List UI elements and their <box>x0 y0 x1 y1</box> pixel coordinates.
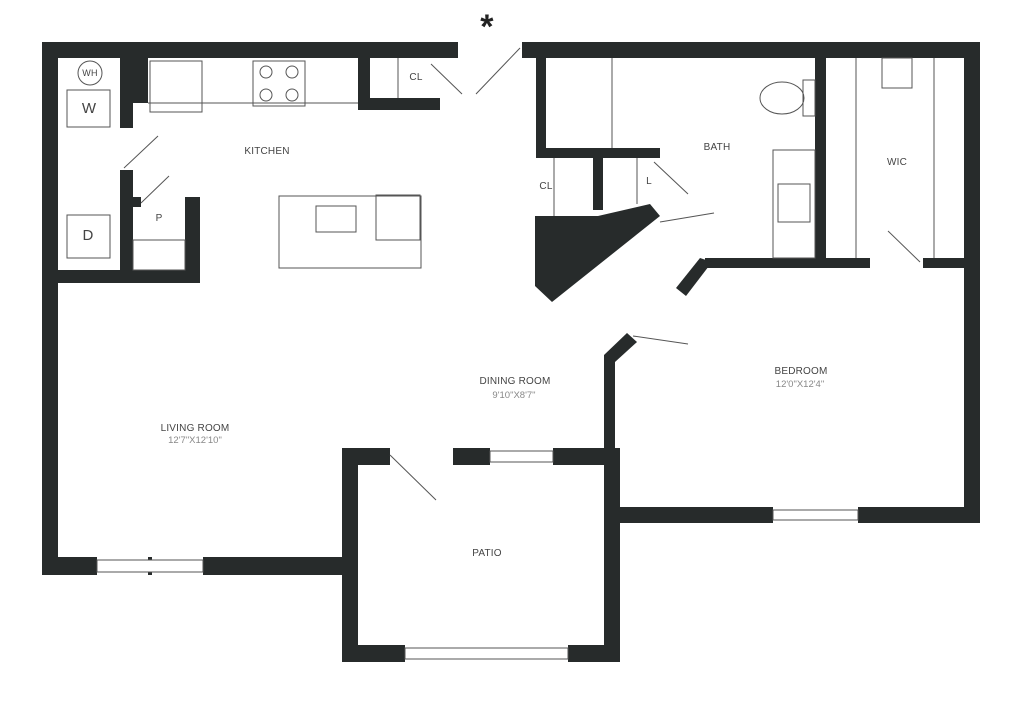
pantry-label: P <box>155 213 163 224</box>
dryer <box>66 214 111 259</box>
linen-label: L <box>646 176 652 187</box>
water-heater-label: WH <box>82 68 98 78</box>
kitchen-sink <box>315 205 357 233</box>
toilet <box>759 81 805 115</box>
pantry-shelf <box>132 239 186 271</box>
stove <box>252 60 306 107</box>
water-heater <box>77 60 103 86</box>
room-label-living: LIVING ROOM <box>160 423 230 434</box>
washer <box>66 89 111 128</box>
closet-label-kitchen: CL <box>409 72 423 83</box>
room-label-bedroom: BEDROOM <box>774 366 828 377</box>
room-dims-bedroom: 12'0"X12'4" <box>775 379 825 390</box>
washer-label: W <box>81 100 97 117</box>
fixtures <box>66 57 935 271</box>
walls <box>42 42 980 662</box>
windows <box>96 450 859 660</box>
room-dims-living: 12'7"X12'10" <box>168 435 222 446</box>
doors <box>123 47 921 501</box>
dryer-label: D <box>82 227 94 244</box>
room-label-dining: DINING ROOM <box>479 376 551 387</box>
closet-label-hall: CL <box>539 181 553 192</box>
room-dims-dining: 9'10"X8'7" <box>492 390 536 401</box>
refrigerator <box>149 60 203 113</box>
vanity <box>772 149 816 259</box>
entry-marker-icon: * <box>480 8 494 46</box>
kitchen-island <box>278 195 422 269</box>
room-label-bath: BATH <box>703 142 731 153</box>
room-label-patio: PATIO <box>472 548 502 559</box>
room-label-kitchen: KITCHEN <box>244 146 290 157</box>
dishwasher <box>375 194 421 241</box>
room-label-wic: WIC <box>886 157 908 168</box>
